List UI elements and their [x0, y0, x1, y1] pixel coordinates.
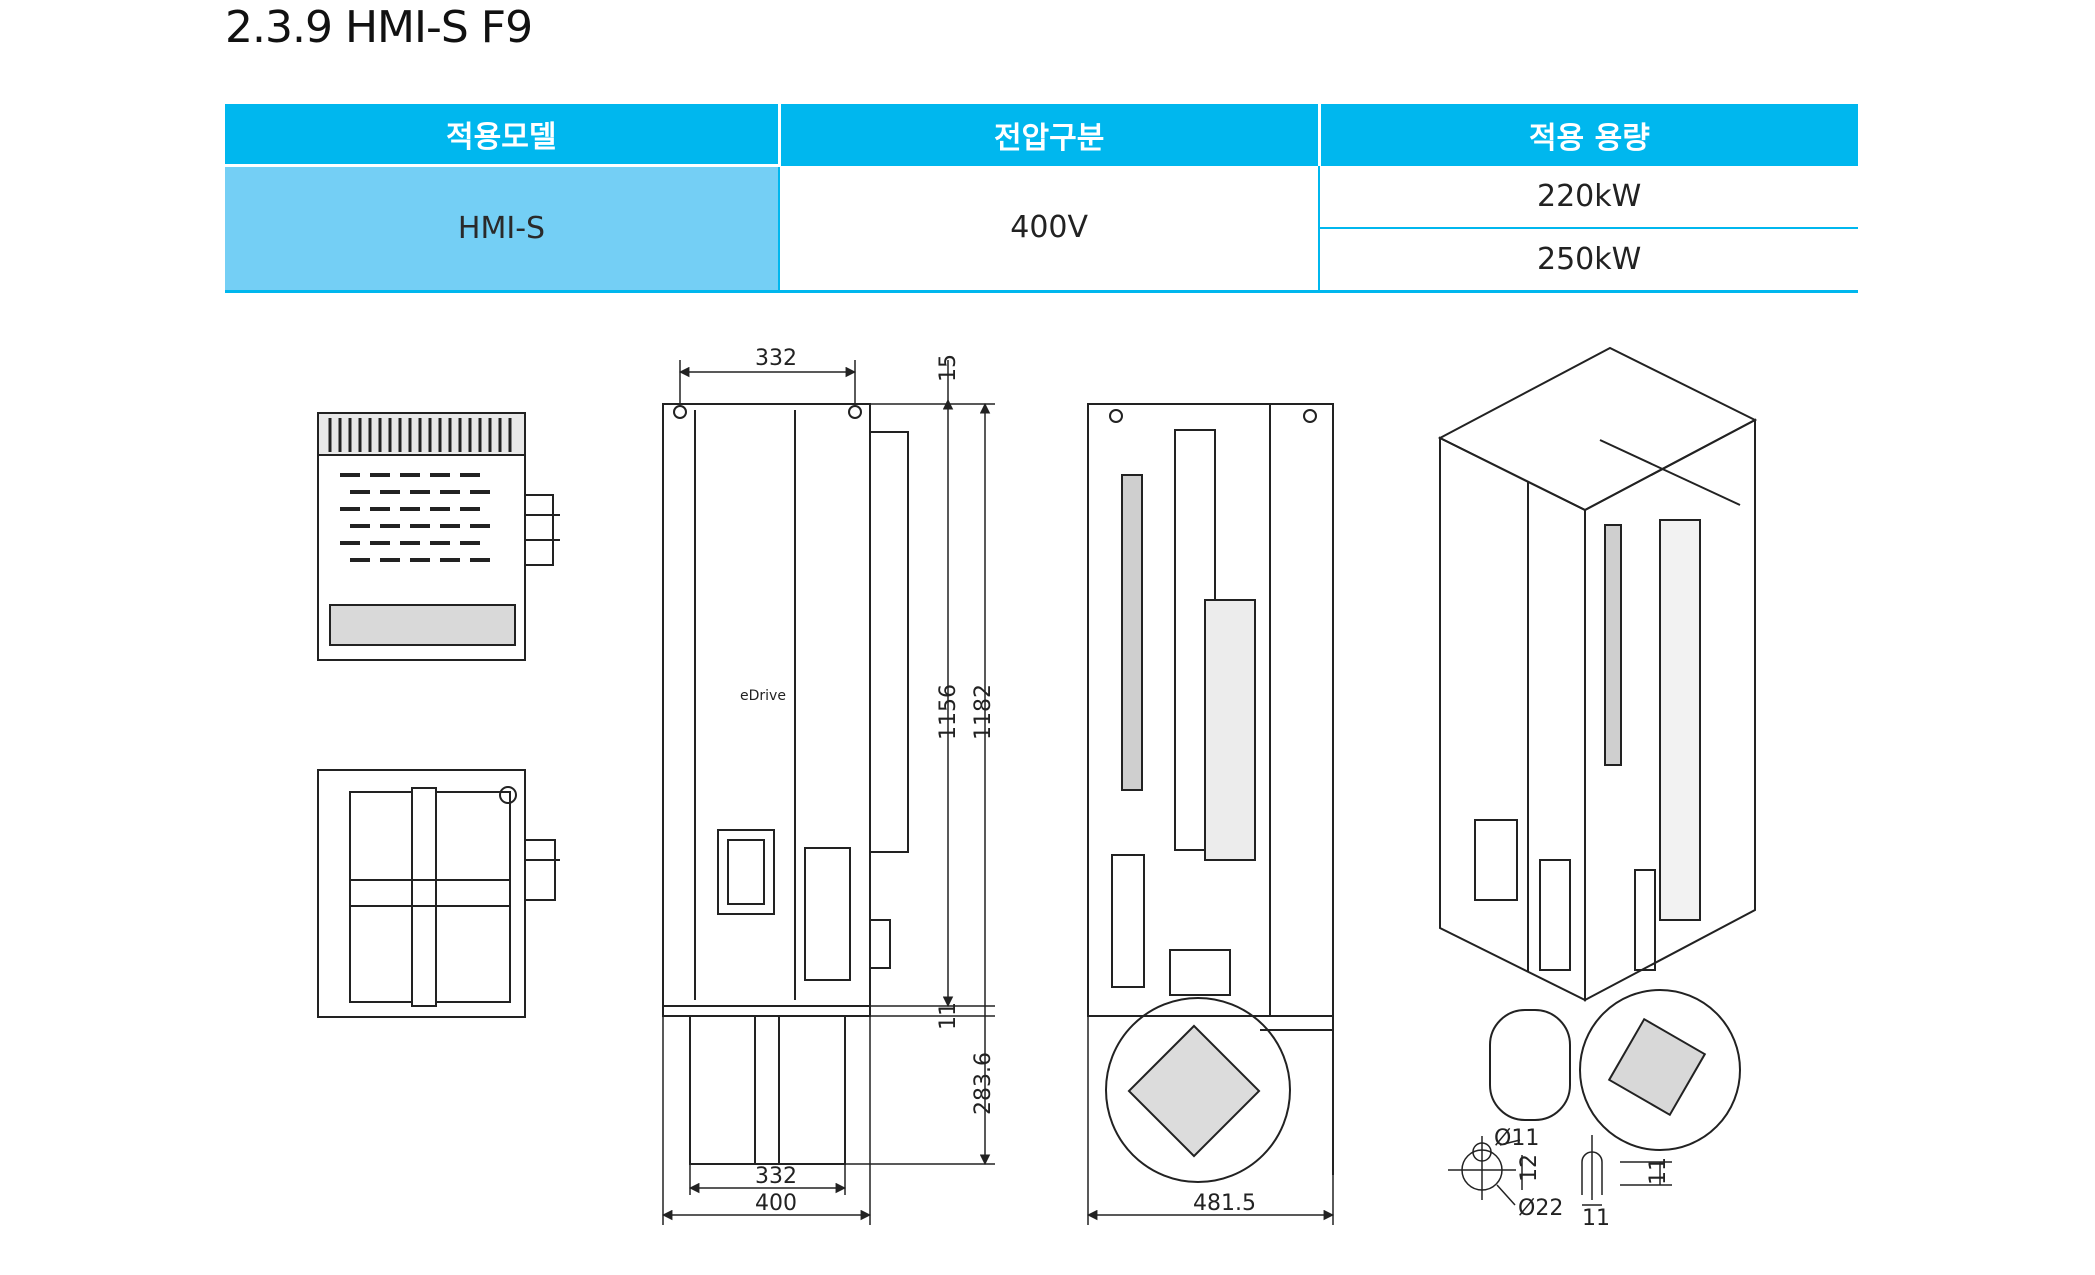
dim-fan-height: 283.6: [971, 1052, 996, 1115]
front-view: [662, 403, 909, 1165]
dim-hole-gap: 12: [1517, 1154, 1542, 1182]
dim-hole-large: Ø22: [1518, 1196, 1563, 1221]
header-capacity: 적용 용량: [1319, 104, 1858, 166]
dim-top-width: 332: [755, 346, 797, 371]
dim-inner-height: 1156: [936, 684, 961, 740]
side-dimensions: [1086, 1016, 1335, 1225]
dim-top-offset: 15: [936, 354, 961, 382]
header-model: 적용모델: [225, 104, 781, 166]
side-view: [1087, 403, 1334, 1183]
dim-slot-height: 11: [1646, 1157, 1671, 1185]
cell-model: HMI-S: [225, 164, 780, 293]
dim-slot-width: 11: [1582, 1206, 1610, 1231]
bottom-view: [317, 769, 560, 1018]
dim-bottom-inner-width: 332: [755, 1164, 797, 1189]
front-dimensions: [661, 360, 995, 1225]
cell-capacity-1: 220kW: [1319, 165, 1858, 229]
cell-capacity-2: 250kW: [1319, 227, 1858, 293]
cell-voltage: 400V: [778, 165, 1321, 293]
dim-bottom-offset: 11: [936, 1002, 961, 1030]
dimension-drawing: eDrive 332 15 1156 1182 11 283.6 332 400: [0, 300, 2095, 1275]
header-voltage: 전압구분: [779, 104, 1321, 166]
dim-hole-small: Ø11: [1494, 1126, 1539, 1151]
spec-table-row: HMI-S 400V 220kW: [225, 164, 1858, 293]
mounting-slot-detail: [1581, 1135, 1672, 1206]
isometric-view: [1437, 346, 1758, 1151]
top-view: [317, 412, 560, 661]
page-title: 2.3.9 HMI-S F9: [225, 2, 533, 53]
mounting-hole-detail: [1448, 1136, 1523, 1206]
brand-label: eDrive: [740, 688, 786, 704]
dim-outer-height: 1182: [971, 684, 996, 740]
spec-table: 적용모델 전압구분 적용 용량 HMI-S 400V 220kW 250kW: [225, 104, 1858, 293]
dim-side-depth: 481.5: [1193, 1191, 1256, 1216]
spec-table-header-row: 적용모델 전압구분 적용 용량: [225, 104, 1858, 166]
dim-bottom-outer-width: 400: [755, 1191, 797, 1216]
spec-table-row: 250kW: [225, 227, 1858, 293]
